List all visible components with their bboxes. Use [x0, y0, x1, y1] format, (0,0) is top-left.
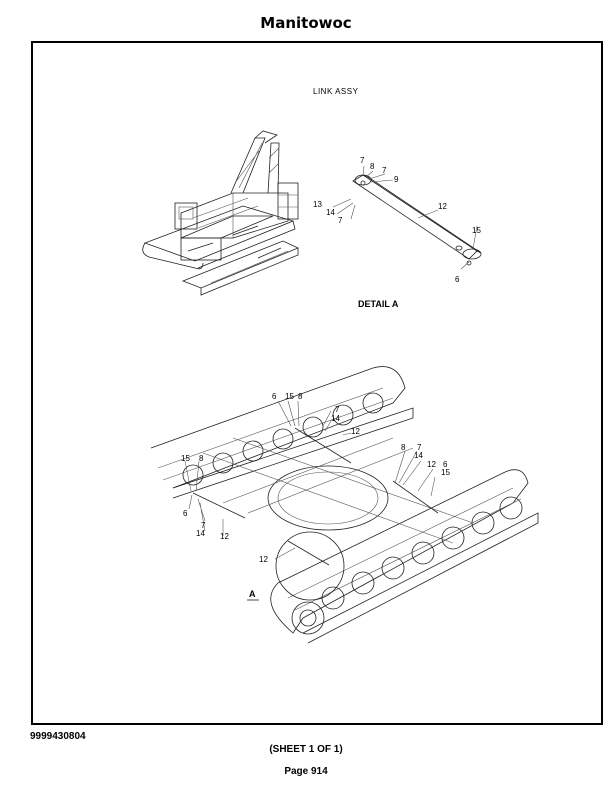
callout-m8a: 8 [298, 392, 303, 401]
callout-m6c: 6 [443, 460, 448, 469]
detail-label: DETAIL A [358, 299, 399, 309]
part-number: 9999430804 [30, 731, 86, 742]
callout-9: 9 [394, 175, 399, 184]
page-number: Page 914 [284, 766, 328, 777]
view-marker-a: A [249, 589, 256, 599]
callout-m15c: 15 [441, 468, 450, 477]
callout-m7b: 7 [201, 521, 206, 530]
parts-diagram: LINK ASSY [142, 87, 539, 644]
callout-m12c: 12 [427, 460, 436, 469]
callout-m7a: 7 [335, 405, 340, 414]
callout-m12d: 12 [259, 555, 268, 564]
callout-13: 13 [313, 200, 322, 209]
callout-15: 15 [472, 226, 481, 235]
callout-m8c: 8 [401, 443, 406, 452]
callout-12: 12 [438, 202, 447, 211]
callout-m6a: 6 [272, 392, 277, 401]
callout-14: 14 [326, 208, 335, 217]
callout-m7c: 7 [417, 443, 422, 452]
callout-m15a: 15 [285, 392, 294, 401]
sheet-label: (SHEET 1 OF 1) [269, 744, 343, 755]
callout-8: 8 [370, 162, 375, 171]
callout-7c: 7 [338, 216, 343, 225]
undercarriage-drawing: 6 15 8 7 14 12 15 8 6 7 14 12 8 7 14 12 … [150, 366, 539, 644]
callout-7b: 7 [382, 166, 387, 175]
callout-m6b: 6 [183, 509, 188, 518]
callout-m12b: 12 [220, 532, 229, 541]
diagram-title: LINK ASSY [313, 87, 359, 96]
crane-overview-drawing [142, 130, 299, 296]
callout-m14a: 14 [331, 414, 340, 423]
drawing-frame: LINK ASSY [31, 41, 603, 725]
callout-m12a: 12 [351, 427, 360, 436]
brand-title: Manitowoc [260, 14, 352, 32]
callout-m15b: 15 [181, 454, 190, 463]
callout-m14c: 14 [414, 451, 423, 460]
callout-7a: 7 [360, 156, 365, 165]
link-bar-detail-drawing: 7 8 7 9 13 14 7 12 15 6 [313, 156, 481, 284]
callout-m14b: 14 [196, 529, 205, 538]
callout-6: 6 [455, 275, 460, 284]
callout-m8b: 8 [199, 454, 204, 463]
